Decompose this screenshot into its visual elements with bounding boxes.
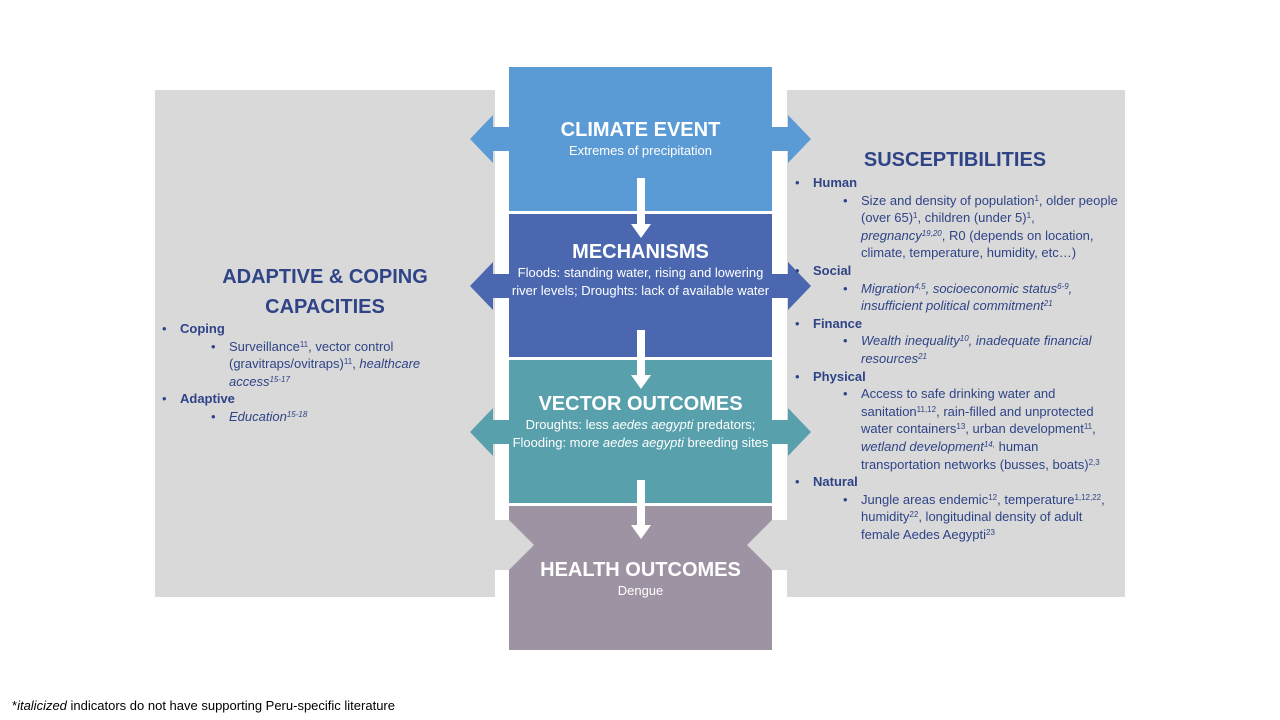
down-arrow-1 (631, 178, 651, 238)
natural-item: Jungle areas endemic12, temperature1,12,… (843, 491, 1120, 544)
mechanisms-left-arrow (470, 262, 509, 310)
human-category: Human (795, 174, 1120, 192)
vector-outcomes-title: VECTOR OUTCOMES (538, 393, 743, 415)
mechanisms-box: MECHANISMS Floods: standing water, risin… (509, 214, 772, 357)
coping-category: Coping (162, 320, 462, 338)
social-category: Social (795, 262, 1120, 280)
mechanisms-desc: Floods: standing water, rising and lower… (511, 265, 770, 298)
health-outcomes-title: HEALTH OUTCOMES (540, 559, 741, 581)
climate-left-arrow (470, 115, 509, 163)
health-right-notch (747, 520, 787, 570)
climate-right-arrow (772, 115, 811, 163)
down-arrow-2 (631, 330, 651, 389)
down-arrow-3 (631, 480, 651, 539)
coping-item: Surveillance11, vector control (gravitra… (211, 338, 462, 391)
finance-category: Finance (795, 315, 1120, 333)
climate-event-title: CLIMATE EVENT (560, 119, 721, 141)
health-outcomes-desc: Dengue (617, 583, 664, 598)
adaptive-list: Coping Surveillance11, vector control (g… (162, 320, 462, 426)
human-item: Size and density of population1, older p… (843, 192, 1120, 262)
vector-left-arrow (470, 408, 509, 456)
mechanisms-title: MECHANISMS (572, 241, 709, 263)
susceptibilities-title: SUSCEPTIBILITIES (863, 149, 1047, 171)
footnote: *italicized indicators do not have suppo… (12, 698, 395, 713)
mechanisms-right-arrow (772, 262, 811, 310)
vector-outcomes-desc: Droughts: less aedes aegypti predators; … (512, 417, 769, 450)
health-left-notch (495, 520, 534, 570)
vector-right-arrow (772, 408, 811, 456)
natural-category: Natural (795, 473, 1120, 491)
physical-category: Physical (795, 368, 1120, 386)
adaptive-item: Education15-18 (211, 408, 462, 426)
social-item: Migration4,5, socioeconomic status6-9, i… (843, 280, 1120, 315)
adaptive-capacities-title: ADAPTIVE & COPING CAPACITIES (222, 266, 428, 318)
physical-item: Access to safe drinking water and sanita… (843, 385, 1120, 473)
susceptibilities-list: Human Size and density of population1, o… (795, 174, 1120, 543)
adaptive-category: Adaptive (162, 390, 462, 408)
finance-item: Wealth inequality10, inadequate financia… (843, 332, 1120, 367)
climate-event-desc: Extremes of precipitation (568, 143, 713, 158)
